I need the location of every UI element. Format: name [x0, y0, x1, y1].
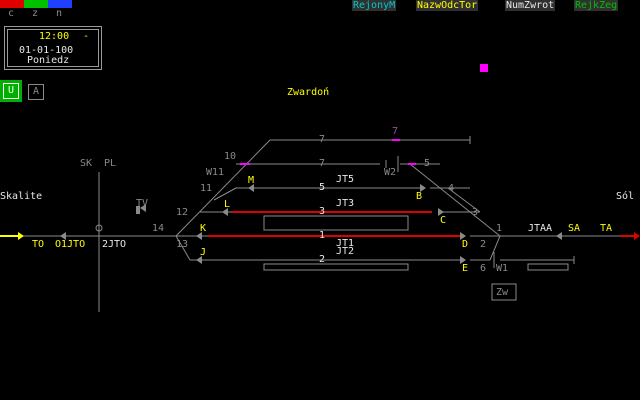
switch-4[interactable]: 4 — [448, 183, 455, 194]
mode-u-label: U — [3, 83, 19, 99]
track-7-lower-label: 7 — [319, 158, 326, 169]
track-3-label: 3 — [319, 206, 326, 217]
track-7-right-label: 7 — [392, 126, 399, 137]
legend-label-c: c — [8, 8, 15, 19]
signal-K[interactable]: K — [200, 223, 207, 234]
station-name: Zwardoń — [287, 87, 330, 98]
signal-M[interactable]: M — [248, 175, 255, 186]
clock-date: 01-01-100 — [19, 45, 74, 56]
switch-w2[interactable]: W2 — [384, 167, 397, 178]
zw-button[interactable]: Zw — [496, 287, 509, 298]
legend-bar-red — [0, 0, 24, 8]
signal-C[interactable]: C — [440, 215, 447, 226]
switch-11[interactable]: 11 — [200, 183, 213, 194]
rejkzeg-button[interactable]: RejkZeg — [574, 0, 619, 11]
switch-14[interactable]: 14 — [152, 223, 165, 234]
signal-2JTO[interactable]: 2JTO — [102, 239, 127, 250]
track-2-label: 2 — [319, 254, 326, 265]
nazwodctor-button[interactable]: NazwOdcTor — [416, 0, 479, 11]
signal-E[interactable]: E — [462, 263, 469, 274]
right-neighbor-station: Sól — [616, 191, 635, 202]
switch-1[interactable]: 1 — [496, 223, 503, 234]
jt3-label: JT3 — [336, 198, 355, 209]
jt1-label: JT1 — [336, 238, 355, 249]
signal-JTAA[interactable]: JTAA — [528, 223, 553, 234]
legend-label-z: z — [32, 8, 39, 19]
switch-6[interactable]: 6 — [480, 263, 487, 274]
switch-3[interactable]: 3 — [472, 207, 479, 218]
switch-w1[interactable]: W1 — [496, 263, 509, 274]
clock-day: Poniedz — [27, 55, 70, 66]
switch-5[interactable]: 5 — [424, 158, 431, 169]
rejony-button[interactable]: RejonyM — [352, 0, 397, 11]
pl-label: PL — [104, 158, 117, 169]
signal-D[interactable]: D — [462, 239, 469, 250]
signal-TO[interactable]: TO — [32, 239, 45, 250]
legend-bar-green — [24, 0, 48, 8]
jt5-label: JT5 — [336, 174, 355, 185]
signal-J[interactable]: J — [200, 247, 207, 258]
signal-L[interactable]: L — [224, 199, 231, 210]
track-1-label: 1 — [319, 230, 326, 241]
switch-10[interactable]: 10 — [224, 151, 237, 162]
clock-time: 12:00 — [39, 31, 70, 42]
mode-a-button[interactable]: A — [28, 84, 44, 100]
tv-label[interactable]: TV — [136, 198, 149, 209]
clock-dash: - — [83, 31, 90, 42]
signal-B[interactable]: B — [416, 191, 423, 202]
track-7-upper-label: 7 — [319, 134, 326, 145]
legend-label-n: n — [56, 8, 63, 19]
magenta-marker — [480, 64, 488, 72]
signal-SA[interactable]: SA — [568, 223, 581, 234]
mode-a-label: A — [32, 86, 40, 97]
signal-O1JTO[interactable]: O1JTO — [55, 239, 86, 250]
switch-2[interactable]: 2 — [480, 239, 487, 250]
switch-w11[interactable]: W11 — [206, 167, 225, 178]
jt2-label: JT2 — [336, 246, 355, 257]
left-neighbor-station: Skalite — [0, 191, 43, 202]
clock-panel: 12:00 - 01-01-100 Poniedz — [4, 26, 102, 70]
switch-13[interactable]: 13 — [176, 239, 189, 250]
signal-TA[interactable]: TA — [600, 223, 613, 234]
legend-bar-blue — [48, 0, 72, 8]
track-5-label: 5 — [319, 182, 326, 193]
switch-12[interactable]: 12 — [176, 207, 189, 218]
numzwrot-button[interactable]: NumZwrot — [505, 0, 556, 11]
mode-u-button[interactable]: U — [0, 80, 22, 102]
sk-label: SK — [80, 158, 93, 169]
